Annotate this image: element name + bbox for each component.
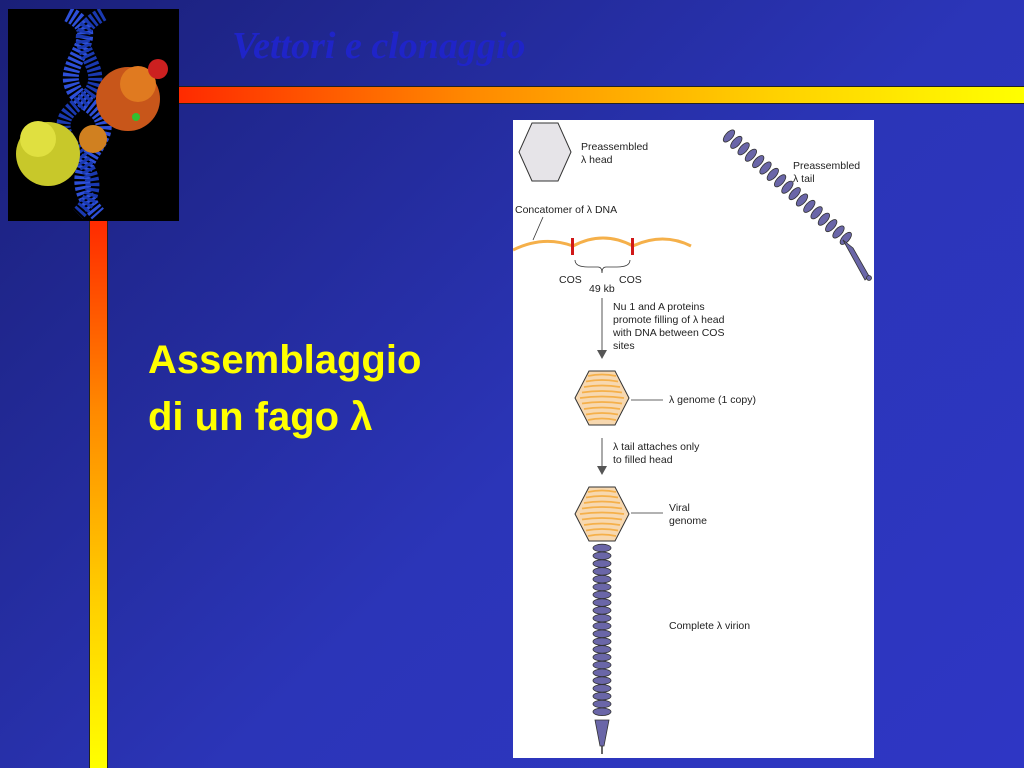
step1-line-4: sites bbox=[613, 340, 635, 352]
head-label-2: λ head bbox=[581, 154, 613, 166]
concatomer-dna-strand bbox=[512, 236, 692, 252]
vertical-gradient-bar bbox=[89, 221, 108, 768]
viral-genome-label-1: Viral bbox=[669, 502, 690, 514]
subtitle-line-2: di un fago λ bbox=[148, 395, 373, 439]
step1-line-2: promote filling of λ head bbox=[613, 314, 725, 326]
viral-genome-label-2: genome bbox=[669, 515, 707, 527]
virion-tail bbox=[592, 543, 612, 754]
cos-label-left: COS bbox=[559, 274, 582, 286]
molecule-illustration bbox=[16, 6, 168, 220]
concatomer-label: Concatomer of λ DNA bbox=[515, 204, 617, 216]
step2-line-1: λ tail attaches only bbox=[613, 441, 700, 453]
slide-title: Vettori e clonaggio bbox=[232, 25, 526, 67]
step2-line-2: to filled head bbox=[613, 454, 673, 466]
step1-line-3: with DNA between COS bbox=[612, 327, 724, 339]
virion-label: Complete λ virion bbox=[669, 620, 750, 632]
preassembled-tail bbox=[722, 129, 872, 281]
head-label-1: Preassembled bbox=[581, 141, 648, 153]
size-label: 49 kb bbox=[589, 283, 615, 295]
genome-label: λ genome (1 copy) bbox=[669, 394, 756, 406]
filled-head bbox=[574, 370, 630, 426]
tail-label-1: Preassembled bbox=[793, 160, 860, 172]
virion-head bbox=[574, 486, 630, 542]
slide-subtitle: Assemblaggio di un fago λ bbox=[148, 332, 488, 446]
cos-label-right: COS bbox=[619, 274, 642, 286]
step1-line-1: Nu 1 and A proteins bbox=[613, 301, 705, 313]
horizontal-gradient-bar bbox=[178, 86, 1024, 104]
cos-marker-left bbox=[571, 238, 574, 255]
tail-label-2: λ tail bbox=[793, 173, 815, 185]
empty-head-hexagon bbox=[518, 122, 572, 182]
phage-assembly-diagram: Preassembled λ head Preassembled λ tail … bbox=[512, 120, 874, 758]
cos-marker-right bbox=[631, 238, 634, 255]
dna-protein-molecule-image bbox=[8, 6, 179, 221]
subtitle-line-1: Assemblaggio bbox=[148, 338, 422, 382]
